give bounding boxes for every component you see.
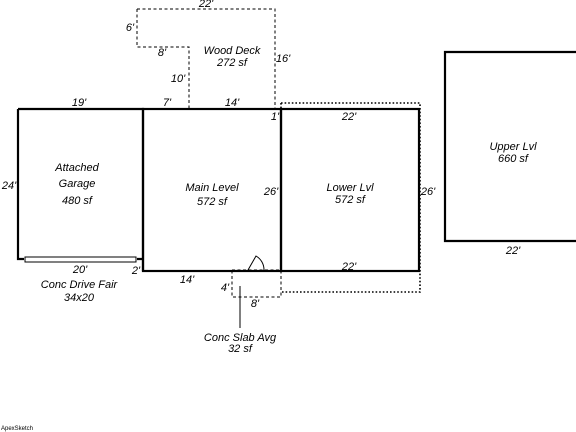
dim-deck-right: 16' [276,53,291,65]
upper-level-outline [443,50,576,243]
watermark: ApexSketch [1,426,33,432]
main-level-area: 572 sf [197,196,228,208]
dim-slab-left: 4' [221,282,230,294]
upper-level-label: Upper Lvl [489,141,537,153]
dim-main-bottom: 14' [180,274,195,286]
dim-deck-left-small: 6' [126,22,135,34]
lower-level-outline [279,107,421,273]
lower-level-label: Lower Lvl [326,182,374,194]
drive-label: Conc Drive Fair [41,279,119,291]
deck-label: Wood Deck [204,45,261,57]
dim-slab-bottom: 8' [251,298,260,310]
dim-lower-top: 22' [341,111,357,123]
dim-lower-bottom: 22' [341,261,357,273]
dim-main-top-left: 7' [163,97,172,109]
upper-level-area: 660 sf [498,153,529,165]
deck-area: 272 sf [216,57,248,69]
dim-upper-bottom: 22' [505,245,521,257]
door-swing [247,255,265,271]
wood-deck-outline [136,8,276,109]
conc-slab-outline [231,269,282,298]
garage-label-1: Attached [54,162,99,174]
dim-main-right: 26' [263,186,279,198]
garage-door [24,256,137,263]
slab-label: Conc Slab Avg [204,332,277,344]
garage-label-2: Garage [59,178,96,190]
drive-size: 34x20 [64,292,95,304]
dim-garage-bottom: 20' [72,264,88,276]
dim-main-top: 14' [225,97,240,109]
dim-main-top-right: 1' [271,111,280,123]
garage-area: 480 sf [62,195,93,207]
main-level-label: Main Level [185,182,239,194]
garage-outline [16,107,145,271]
dim-deck-left-lower: 10' [171,73,186,85]
dim-garage-top: 19' [72,97,87,109]
slab-area: 32 sf [228,343,253,355]
dim-deck-top: 22' [198,0,214,10]
dim-garage-bottom-small: 2' [131,265,141,277]
dim-garage-left: 24' [1,180,17,192]
lower-level-dotted-outline [280,102,421,293]
dim-deck-notch: 8' [158,47,167,59]
lower-level-area: 572 sf [335,194,366,206]
dim-lower-right: 26' [420,186,436,198]
